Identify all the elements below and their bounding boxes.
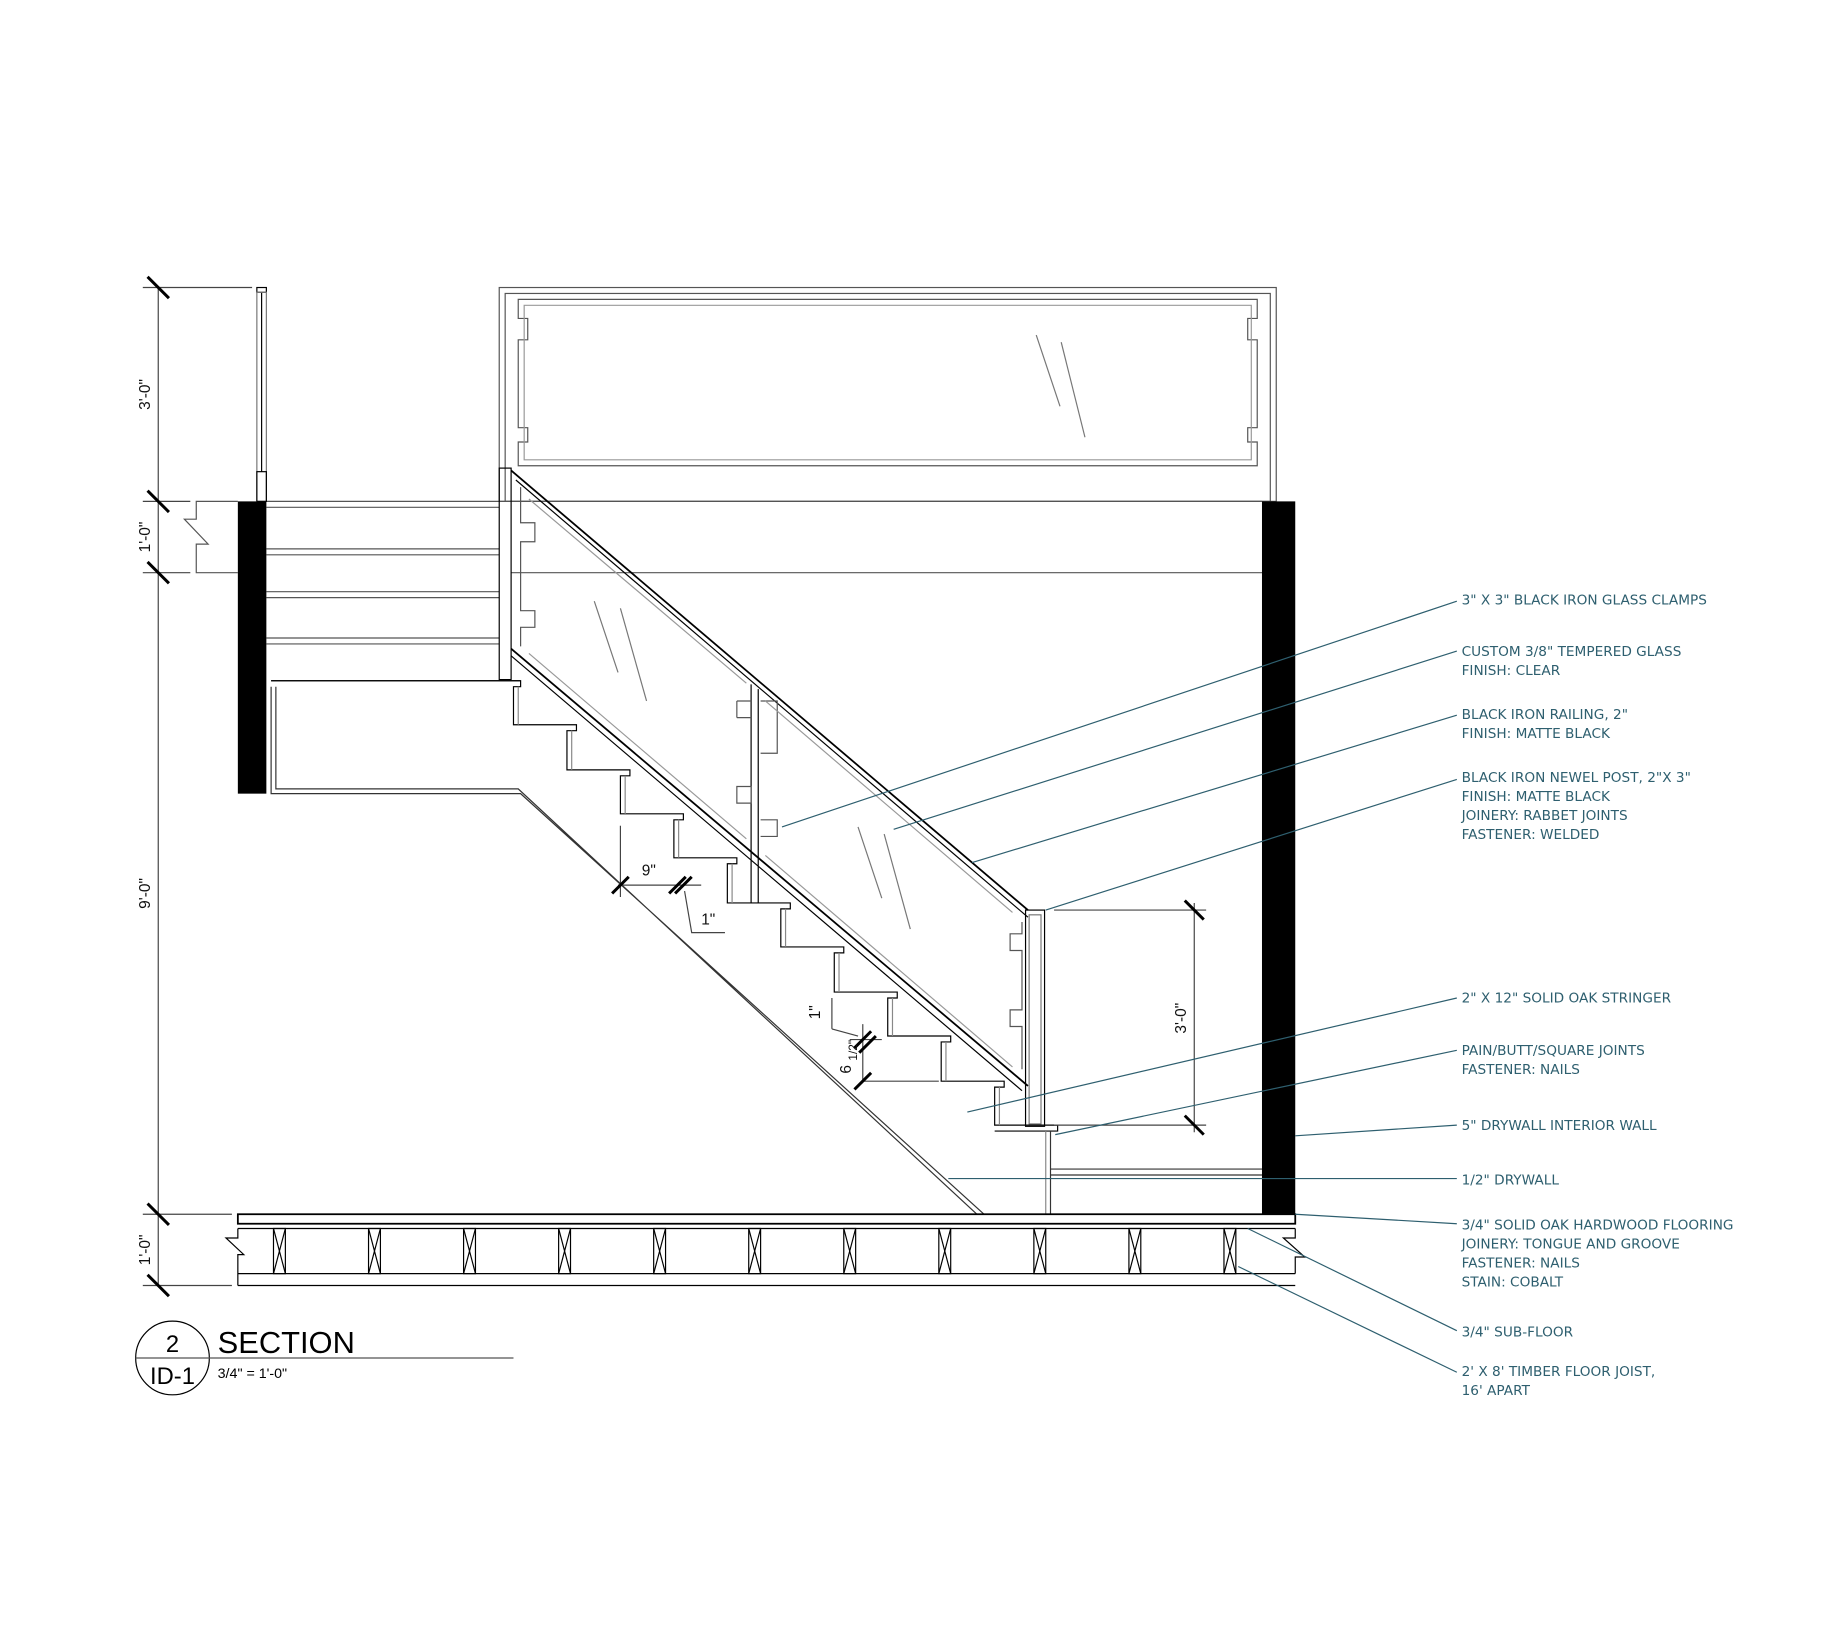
floor-assembly	[224, 1213, 1307, 1287]
note-line: STAIN: COBALT	[1462, 1275, 1564, 1291]
note: CUSTOM 3/8" TEMPERED GLASS FINISH: CLEAR	[1462, 644, 1682, 679]
note-line: 2" X 12" SOLID OAK STRINGER	[1462, 991, 1672, 1007]
drawing-title: SECTION	[218, 1325, 355, 1360]
note-line: PAIN/BUTT/SQUARE JOINTS	[1462, 1043, 1645, 1059]
floor-joist	[1128, 1227, 1142, 1275]
stair-railing	[498, 467, 1046, 1127]
leader-lines	[781, 600, 1458, 1373]
note-line: FINISH: MATTE BLACK	[1462, 789, 1611, 805]
note: 5" DRYWALL INTERIOR WALL	[1462, 1118, 1657, 1134]
note: 3/4" SUB-FLOOR	[1462, 1325, 1574, 1341]
floor-joist	[938, 1227, 952, 1275]
note-line: FINISH: CLEAR	[1462, 663, 1561, 679]
note-line: JOINERY: RABBET JOINTS	[1461, 808, 1628, 824]
note: 2' X 8' TIMBER FLOOR JOIST, 16' APART	[1462, 1364, 1656, 1399]
dim-riser-whole: 6	[838, 1065, 855, 1074]
dim-nosing-1: 1"	[701, 911, 715, 928]
note-line: 3/4" SOLID OAK HARDWOOD FLOORING	[1462, 1218, 1734, 1234]
drawing-number: 2	[166, 1331, 179, 1358]
note-line: FASTENER: NAILS	[1462, 1062, 1580, 1078]
note: BLACK IRON RAILING, 2" FINISH: MATTE BLAC…	[1462, 707, 1628, 742]
floor-joist	[462, 1227, 477, 1275]
left-wall	[237, 501, 267, 794]
dim-lower-floor: 1'-0"	[137, 1234, 154, 1265]
note-line: FINISH: MATTE BLACK	[1462, 726, 1611, 742]
stair-steps	[271, 680, 1059, 1132]
note-line: FASTENER: NAILS	[1462, 1256, 1580, 1272]
floor-joist	[558, 1227, 572, 1275]
dim-upper-floor: 1'-0"	[137, 522, 154, 553]
dim-tread-depth: 9"	[642, 863, 656, 880]
dim-floor-to-floor: 9'-0"	[137, 878, 154, 909]
right-wall	[1261, 501, 1296, 1215]
note-line: 5" DRYWALL INTERIOR WALL	[1462, 1118, 1657, 1134]
note: 1/2" DRYWALL	[1462, 1173, 1560, 1189]
note-line: JOINERY: TONGUE AND GROOVE	[1461, 1237, 1680, 1253]
note-line: BLACK IRON RAILING, 2"	[1462, 707, 1628, 723]
floor-joist	[367, 1227, 382, 1275]
dim-nosing-2: 1"	[807, 1005, 824, 1019]
stair-dimensions	[611, 825, 1207, 1136]
note-line: CUSTOM 3/8" TEMPERED GLASS	[1462, 644, 1682, 660]
dim-upper-rail: 3'-0"	[137, 379, 154, 410]
note-line: 2' X 8' TIMBER FLOOR JOIST,	[1462, 1364, 1656, 1380]
floor-joists	[272, 1227, 1237, 1275]
note: BLACK IRON NEWEL POST, 2"X 3" FINISH: MAT…	[1461, 770, 1691, 843]
sheet-number: ID-1	[150, 1363, 195, 1390]
upper-floor	[182, 500, 1262, 645]
landing-soffit	[270, 680, 985, 1215]
title-block: 2 ID-1 SECTION 3/4" = 1'-0"	[135, 1320, 514, 1396]
floor-joist	[1033, 1227, 1047, 1275]
floor-joist	[1223, 1227, 1237, 1275]
note-line: 1/2" DRYWALL	[1462, 1173, 1560, 1189]
note-line: 3/4" SUB-FLOOR	[1462, 1325, 1574, 1341]
upper-glass-guard	[498, 286, 1277, 502]
note: 3/4" SOLID OAK HARDWOOD FLOORING JOINERY:…	[1461, 1218, 1734, 1291]
floor-joist	[843, 1227, 857, 1275]
note-line: BLACK IRON NEWEL POST, 2"X 3"	[1462, 770, 1691, 786]
annotation-notes: 3" X 3" BLACK IRON GLASS CLAMPS CUSTOM 3/…	[1461, 593, 1734, 1399]
floor-joist	[653, 1227, 667, 1275]
lower-floor-details	[1045, 1131, 1262, 1215]
note: PAIN/BUTT/SQUARE JOINTS FASTENER: NAILS	[1462, 1043, 1645, 1078]
floor-joist	[748, 1227, 762, 1275]
dim-lower-rail: 3'-0"	[1173, 1003, 1190, 1034]
floor-joist	[272, 1227, 286, 1275]
note: 3" X 3" BLACK IRON GLASS CLAMPS	[1462, 593, 1707, 609]
note: 2" X 12" SOLID OAK STRINGER	[1462, 991, 1672, 1007]
note-line: 3" X 3" BLACK IRON GLASS CLAMPS	[1462, 593, 1707, 609]
left-dimension-string	[142, 275, 253, 1298]
upper-landing-rail-post	[256, 286, 267, 502]
note-line: 16' APART	[1462, 1383, 1531, 1399]
note-line: FASTENER: WELDED	[1462, 827, 1600, 843]
dim-riser-fraction: 1/2"	[846, 1040, 860, 1061]
drawing-scale: 3/4" = 1'-0"	[218, 1366, 287, 1382]
